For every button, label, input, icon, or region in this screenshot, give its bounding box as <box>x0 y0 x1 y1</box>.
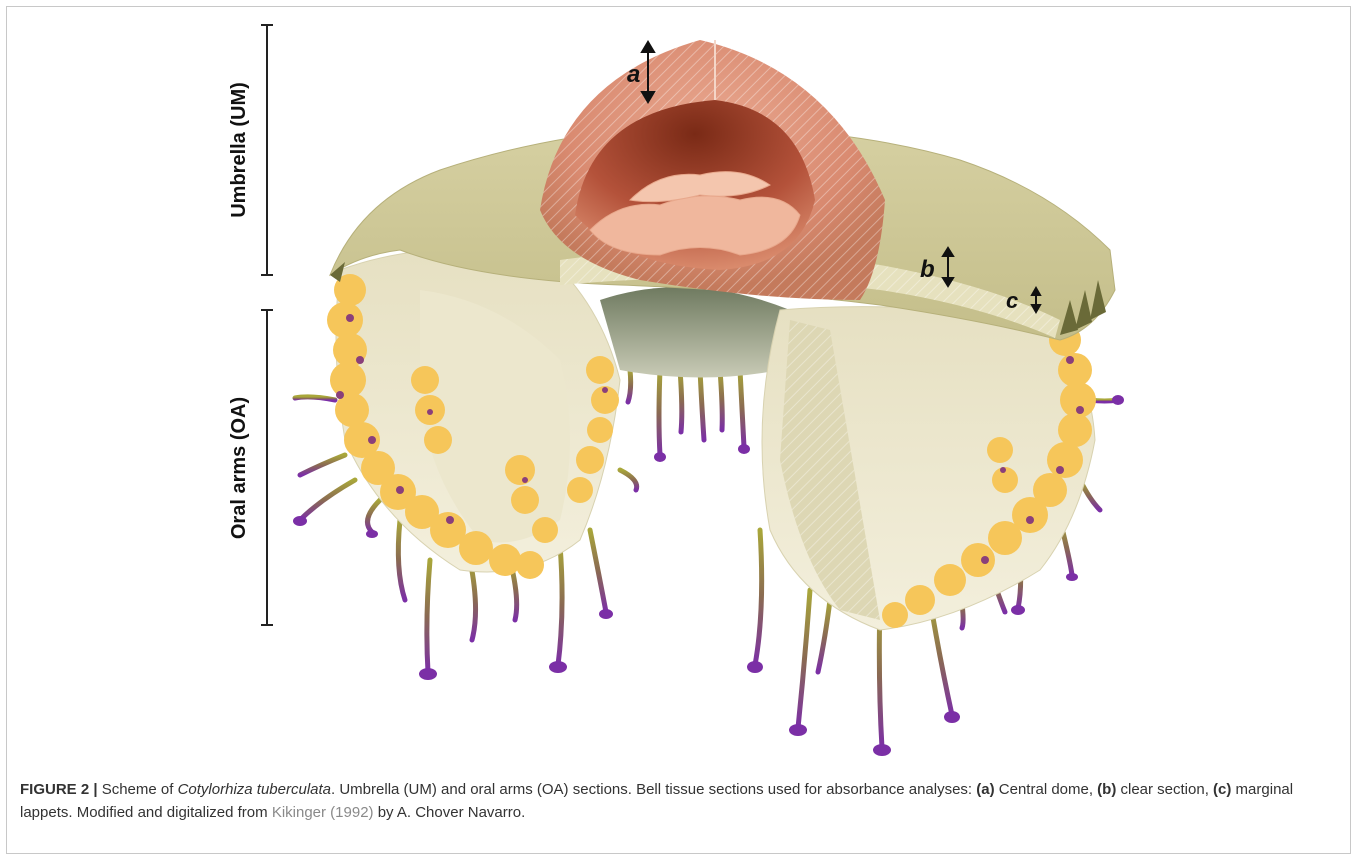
caption-text: by A. Chover Navarro. <box>374 804 526 821</box>
umbrella-label: Umbrella (UM) <box>228 82 250 218</box>
caption-text: Central dome, <box>995 781 1098 798</box>
caption-species: Cotylorhiza tuberculata <box>178 781 331 798</box>
caption-text: clear section, <box>1116 781 1213 798</box>
oral-arms-label: Oral arms (OA) <box>228 397 250 539</box>
reference-link[interactable]: Kikinger (1992) <box>272 804 374 821</box>
caption-text: Scheme of <box>98 781 178 798</box>
oral-arms-bracket <box>261 310 273 625</box>
caption-label: FIGURE 2 | <box>20 781 98 798</box>
marker-b: b <box>920 256 935 283</box>
caption-text: . Umbrella (UM) and oral arms (OA) secti… <box>331 781 976 798</box>
marker-a: a <box>627 61 640 88</box>
jellyfish-scheme: Umbrella (UM) Oral arms (OA) <box>0 0 1359 770</box>
manubrium <box>600 287 790 377</box>
umbrella-bracket <box>261 25 273 275</box>
marker-c: c <box>1006 288 1018 313</box>
caption-tag-b: (b) <box>1097 781 1116 798</box>
caption-tag-a: (a) <box>976 781 994 798</box>
figure-caption: FIGURE 2 | Scheme of Cotylorhiza tubercu… <box>20 778 1340 824</box>
caption-tag-c: (c) <box>1213 781 1231 798</box>
